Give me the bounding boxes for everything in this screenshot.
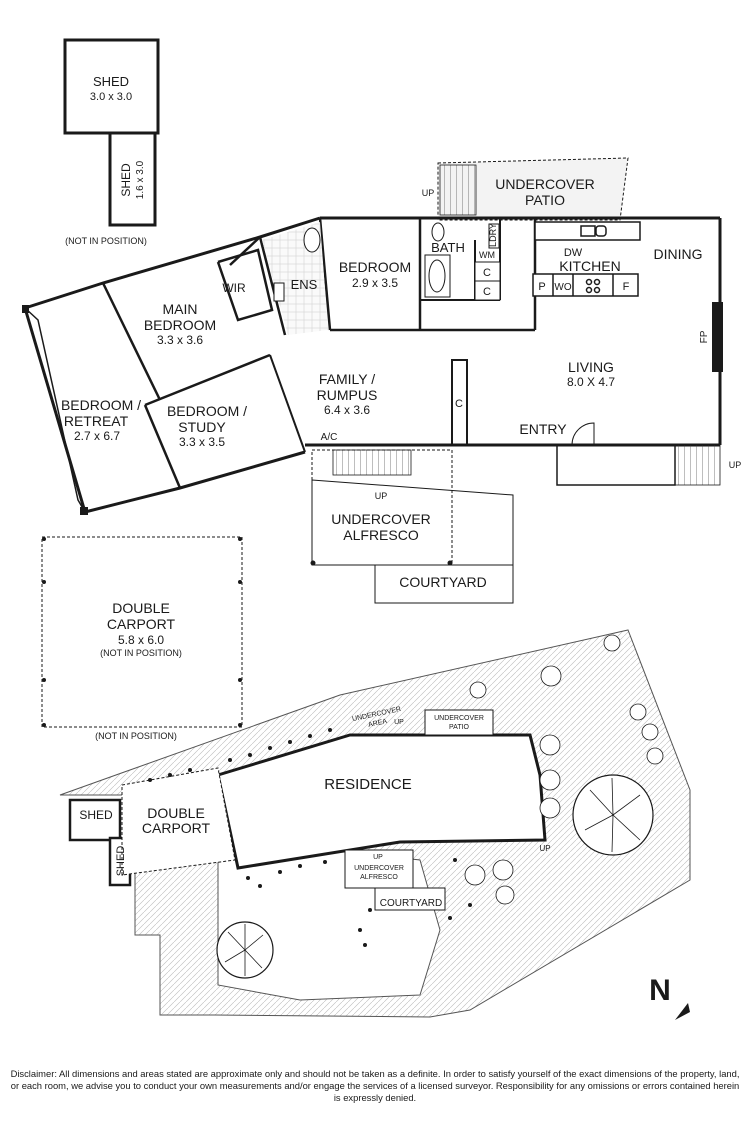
site-entry-up: UP [539, 844, 550, 853]
shed-1-outline [63, 38, 160, 135]
site-patio [424, 709, 494, 736]
bedroom-dims: 2.9 x 3.5 [352, 276, 398, 290]
site-alfresco-2: ALFRESCO [360, 874, 398, 881]
north-label: N [649, 974, 671, 1007]
site-patio-1: UNDERCOVER [434, 715, 484, 722]
patio-label-1: UNDERCOVER [495, 176, 595, 192]
site-alfresco-up: UP [373, 854, 383, 861]
entry-landing [556, 444, 676, 486]
site-carport-line2: CARPORT [142, 820, 211, 836]
fireplace [712, 302, 723, 372]
shed-1-name: SHED [93, 74, 129, 89]
alfresco-up-label: UP [375, 491, 388, 501]
retreat-dims: 2.7 x 6.7 [74, 429, 120, 443]
study-line1: BEDROOM / [167, 403, 247, 419]
disclaimer-text: Disclaimer: All dimensions and areas sta… [10, 1068, 740, 1103]
main-bedroom-line1: MAIN [163, 301, 198, 317]
site-plan-group [59, 629, 691, 1020]
kitchen-benches [532, 221, 641, 297]
patio-group [437, 157, 629, 221]
shed-2-dims: 1.6 x 3.0 [135, 160, 146, 199]
carport-not-in-position-2: (NOT IN POSITION) [95, 731, 177, 741]
wm-label: WM [479, 250, 495, 260]
carport-not-in-position-1: (NOT IN POSITION) [100, 648, 182, 658]
shed-1-dims: 3.0 x 3.0 [90, 91, 132, 103]
fridge-label: F [623, 281, 630, 293]
site-shed-2-label: SHED [115, 846, 127, 877]
pantry-label: P [538, 281, 545, 293]
retreat-line2: RETREAT [64, 413, 129, 429]
site-undercover-area-2: AREA [368, 718, 388, 729]
site-patio-up: UP [394, 719, 404, 726]
shed-2-outline [108, 131, 157, 227]
dining-label: DINING [654, 246, 703, 262]
wall-oven-label: WO [554, 282, 571, 293]
bath-fixtures [273, 222, 501, 302]
site-shed-1 [68, 798, 122, 842]
site-alfresco [344, 849, 414, 889]
patio-up-label: UP [422, 188, 435, 198]
living-dims: 8.0 X 4.7 [567, 375, 615, 389]
main-bedroom-line2: BEDROOM [144, 317, 216, 333]
shed-not-in-position: (NOT IN POSITION) [65, 236, 147, 246]
cupboard-2-label: C [483, 286, 491, 298]
site-shed-label: SHED [79, 808, 113, 822]
kitchen-label: KITCHEN [559, 258, 620, 274]
retreat-line1: BEDROOM / [61, 397, 141, 413]
ensuite-label: ENS [291, 277, 318, 292]
ldry-label: LDRY [488, 223, 498, 247]
floor-plan-drawing: SHED 3.0 x 3.0 SHED 1.6 x 3.0 (NOT IN PO… [22, 38, 741, 1020]
wir-label: WIR [222, 281, 246, 295]
cupboard-family-label: C [455, 398, 463, 410]
carport-outline [41, 536, 243, 728]
study-dims: 3.3 x 3.5 [179, 435, 225, 449]
family-line1: FAMILY / [319, 371, 375, 387]
alfresco-line1: UNDERCOVER [331, 511, 431, 527]
main-bedroom-dims: 3.3 x 3.6 [157, 333, 203, 347]
site-carport [121, 767, 236, 876]
carport-line2: CARPORT [107, 616, 176, 632]
site-courtyard-label: COURTYARD [380, 898, 442, 909]
entry-steps [674, 444, 721, 486]
sheds-group [63, 38, 160, 227]
patio-outline [437, 157, 629, 221]
courtyard-label: COURTYARD [399, 574, 486, 590]
siteplan-labels: RESIDENCE SHED SHED DOUBLE CARPORT UNDER… [79, 706, 671, 1007]
family-dims: 6.4 x 3.6 [324, 403, 370, 417]
fireplace-label: FP [699, 330, 710, 343]
site-courtyard [374, 887, 446, 911]
north-arrow-icon [675, 1003, 690, 1020]
carport-line1: DOUBLE [112, 600, 170, 616]
site-patio-2: PATIO [449, 724, 470, 731]
bath-label: BATH [431, 240, 465, 255]
carport-dims: 5.8 x 6.0 [118, 633, 164, 647]
living-name: LIVING [568, 359, 614, 375]
floorplan-labels: SHED 3.0 x 3.0 SHED 1.6 x 3.0 (NOT IN PO… [61, 74, 741, 741]
bedroom-name: BEDROOM [339, 259, 411, 275]
cupboard-1-label: C [483, 267, 491, 279]
patio-stairs [439, 164, 477, 216]
family-line2: RUMPUS [317, 387, 378, 403]
study-line2: STUDY [178, 419, 226, 435]
site-residence-label: RESIDENCE [324, 776, 412, 793]
patio-label-2: PATIO [525, 192, 565, 208]
entry-up-label: UP [729, 460, 742, 470]
entry-label: ENTRY [519, 421, 567, 437]
alfresco-line2: ALFRESCO [343, 527, 419, 543]
dw-label: DW [564, 247, 583, 259]
shed-2-name: SHED [119, 163, 133, 197]
site-carport-line1: DOUBLE [147, 805, 205, 821]
retreat-window [24, 307, 86, 513]
site-alfresco-1: UNDERCOVER [354, 865, 404, 872]
alfresco-group [310, 449, 514, 604]
ac-label: A/C [321, 432, 338, 443]
